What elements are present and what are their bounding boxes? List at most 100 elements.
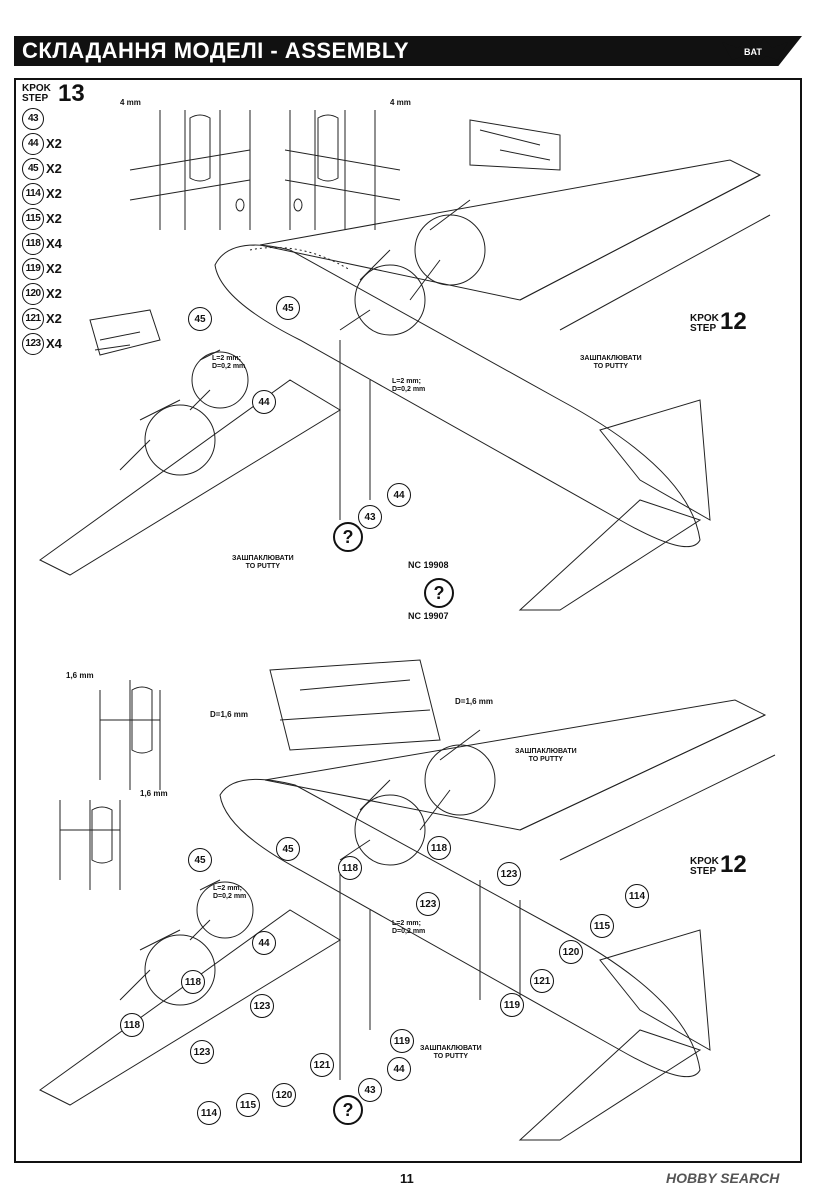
callout-44: 44: [252, 931, 276, 955]
callout-45: 45: [188, 307, 212, 331]
callout-44: 44: [387, 1057, 411, 1081]
callout-115: 115: [236, 1093, 260, 1117]
callout-43: 43: [358, 505, 382, 529]
page-title: СКЛАДАННЯ МОДЕЛІ - ASSEMBLY: [22, 38, 410, 63]
page-number: 11: [400, 1171, 414, 1186]
step13-number: 13: [58, 80, 85, 107]
callout-118: 118: [338, 856, 362, 880]
callout-123: 123: [190, 1040, 214, 1064]
putty-label-top-left: ЗАШПАКЛЮВАТИ TO PUTTY: [232, 555, 294, 570]
part-quantity: X2: [46, 311, 62, 326]
callout-123: 123: [416, 892, 440, 916]
detail-inset-tail: [470, 120, 560, 170]
callout-115: 115: [590, 914, 614, 938]
callout-43: 43: [358, 1078, 382, 1102]
putty-label-bottom-top: ЗАШПАКЛЮВАТИ TO PUTTY: [515, 748, 577, 763]
dim-1-6mm-b: 1,6 mm: [140, 789, 168, 798]
question-mark-small: ?: [333, 522, 363, 552]
dim-4mm-right: 4 mm: [390, 98, 411, 107]
watermark: HOBBY SEARCH: [666, 1170, 780, 1186]
callout-121: 121: [310, 1053, 334, 1077]
callout-123: 123: [497, 862, 521, 886]
airplane-bottom: [40, 700, 775, 1140]
part-quantity: X2: [46, 136, 62, 151]
step12-bottom-krok: KPOK: [690, 856, 719, 867]
part-list-item: 43: [22, 106, 62, 131]
question-mark: ?: [424, 578, 454, 608]
part-number-badge: 119: [22, 257, 44, 280]
detail-inset-bottom-1: [100, 680, 160, 790]
airplane-top: [40, 160, 770, 610]
step13-step: STEP: [22, 93, 49, 104]
callout-44: 44: [252, 390, 276, 414]
part-number-badge: 43: [22, 107, 44, 130]
callout-120: 120: [272, 1083, 296, 1107]
part-number-badge: 118: [22, 232, 44, 255]
putty-label-bottom: ЗАШПАКЛЮВАТИ TO PUTTY: [420, 1045, 482, 1060]
part-number-badge: 123: [22, 332, 44, 355]
drill-d-1-6mm-left: D=1,6 mm: [210, 710, 249, 719]
logo-text: BAT: [744, 47, 762, 57]
step13-krok: KPOK: [22, 83, 51, 94]
callout-118: 118: [120, 1013, 144, 1037]
drill-note-top-right: L=2 mm; D=0,2 mm: [392, 378, 426, 393]
step12-bottom-step: STEP: [690, 866, 717, 877]
step12-top-number: 12: [720, 308, 747, 335]
part-quantity: X4: [46, 336, 62, 351]
callout-123: 123: [250, 994, 274, 1018]
callout-118: 118: [427, 836, 451, 860]
part-number-badge: 120: [22, 282, 44, 305]
detail-inset-right: [285, 110, 400, 230]
part-quantity: X4: [46, 236, 62, 251]
drill-note-bottom-right: L=2 mm; D=0,2 mm: [392, 920, 426, 935]
step12-top-krok: KPOK: [690, 313, 719, 324]
detail-inset-wing: [90, 310, 160, 355]
callout-44: 44: [387, 483, 411, 507]
callout-121: 121: [530, 969, 554, 993]
drill-note-top-left: L=2 mm; D=0,2 mm: [212, 355, 246, 370]
callout-114: 114: [625, 884, 649, 908]
drill-d-1-6mm-right: D=1,6 mm: [455, 697, 494, 706]
part-number-badge: 45: [22, 157, 44, 180]
part-number-badge: 121: [22, 307, 44, 330]
question-mark-bottom: ?: [333, 1095, 363, 1125]
step12-bottom-number: 12: [720, 851, 747, 878]
callout-119: 119: [390, 1029, 414, 1053]
part-number-badge: 114: [22, 182, 44, 205]
part-quantity: X2: [46, 161, 62, 176]
nc-19907: NC 19907: [408, 611, 449, 621]
part-quantity: X2: [46, 186, 62, 201]
part-quantity: X2: [46, 261, 62, 276]
part-quantity: X2: [46, 211, 62, 226]
detail-inset-bottom-2: [270, 660, 440, 750]
callout-120: 120: [559, 940, 583, 964]
part-number-badge: 44: [22, 132, 44, 155]
drill-note-bottom-left: L=2 mm; D=0,2 mm: [213, 885, 247, 900]
callout-45: 45: [188, 848, 212, 872]
callout-114: 114: [197, 1101, 221, 1125]
detail-inset-bottom-3: [60, 800, 120, 890]
step12-top-step: STEP: [690, 323, 717, 334]
content-frame: [14, 78, 802, 1163]
dim-1-6mm-a: 1,6 mm: [66, 671, 94, 680]
putty-label-top-right: ЗАШПАКЛЮВАТИ TO PUTTY: [580, 355, 642, 370]
part-quantity: X2: [46, 286, 62, 301]
dim-4mm-left: 4 mm: [120, 98, 141, 107]
header-bar: [14, 36, 802, 66]
callout-45: 45: [276, 296, 300, 320]
callout-119: 119: [500, 993, 524, 1017]
detail-inset-left: [130, 110, 250, 230]
callout-45: 45: [276, 837, 300, 861]
callout-118: 118: [181, 970, 205, 994]
